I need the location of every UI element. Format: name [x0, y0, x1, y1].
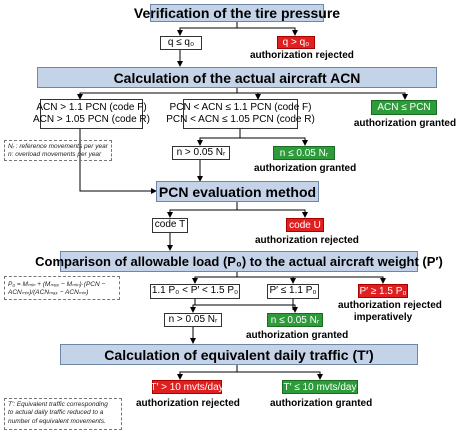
outcome-granted-acn: authorization granted: [353, 118, 457, 129]
n-le-condition-2: n ≤ 0.05 Nᵣ: [267, 313, 323, 327]
acn-mid-condition: PCN < ACN ≤ 1.1 PCN (code F) PCN < ACN ≤…: [166, 99, 315, 129]
n-le-condition: n ≤ 0.05 Nᵣ: [273, 146, 335, 160]
t-low-condition: T′ ≤ 10 mvts/day: [282, 380, 358, 394]
outcome-rejected-tire: authorization rejected: [250, 50, 354, 61]
outcome-granted-t: authorization granted: [270, 398, 373, 409]
movements-note-line-1: Nᵣ : reference movements per year: [8, 143, 108, 150]
rejected-imp-line-2: imperatively: [353, 312, 413, 323]
traffic-note-line-3: number of equivalent movements.: [8, 417, 106, 425]
n-gt-condition: n > 0.05 Nᵣ: [172, 146, 230, 160]
acn-high-line-2: ACN > 1.05 PCN (code R): [33, 114, 150, 125]
q-exceeded-condition: q > q₀: [277, 36, 315, 49]
acn-mid-line-1: PCN < ACN ≤ 1.1 PCN (code F): [169, 101, 312, 113]
outcome-rejected-u: authorization rejected: [255, 235, 359, 246]
rejected-imp-line-1: authorization rejected: [338, 300, 442, 311]
movements-note-line-2: n: overload movements per year: [8, 151, 102, 159]
outcome-granted-n: authorization granted: [254, 163, 357, 174]
traffic-note: T′: Equivalent traffic corresponding to …: [4, 398, 122, 430]
acn-high-line-1: ACN > 1.1 PCN (code F): [36, 101, 147, 113]
code-t-condition: code T: [152, 218, 188, 233]
step-pcn-header: PCN evaluation method: [156, 181, 319, 202]
outcome-rejected-t: authorization rejected: [136, 398, 240, 409]
q-ok-condition: q ≤ q₀: [160, 36, 202, 50]
traffic-note-line-1: T′: Equivalent traffic corresponding: [8, 401, 108, 408]
p-low-condition: P′ ≤ 1.1 P₀: [267, 284, 319, 299]
step-load-header: Comparison of allowable load (P₀) to the…: [35, 251, 443, 272]
step-traffic-header: Calculation of equivalent daily traffic …: [60, 344, 418, 365]
t-high-condition: T′ > 10 mvts/day: [150, 380, 224, 394]
outcome-rejected-imperatively: authorization rejected imperatively: [338, 300, 442, 324]
outcome-granted-n-2: authorization granted: [246, 330, 349, 341]
acn-high-condition: ACN > 1.1 PCN (code F) ACN > 1.05 PCN (c…: [33, 99, 150, 129]
step-tire-pressure-header: Verification of the tire pressure: [133, 4, 341, 22]
p-mid-condition: 1.1 P₀ < P′ < 1.5 P₀: [150, 284, 240, 299]
p-high-condition: P′ ≥ 1.5 P₀: [358, 284, 408, 298]
movements-note: Nᵣ : reference movements per year n: ove…: [4, 140, 112, 161]
step-acn-header: Calculation of the actual aircraft ACN: [37, 67, 437, 88]
n-gt-condition-2: n > 0.05 Nᵣ: [164, 313, 222, 327]
acn-mid-line-2: PCN < ACN ≤ 1.05 PCN (code R): [166, 114, 315, 125]
acn-low-condition: ACN ≤ PCN: [371, 100, 437, 115]
code-u-condition: code U: [286, 218, 324, 232]
traffic-note-line-2: to actual daily traffic reduced to a: [8, 409, 104, 417]
allowable-load-formula: P₀ = Mₘᵢₙ + (Mₘₐₓ − Mₘᵢₙ)·(PCN − ACNₘᵢₙ)…: [4, 276, 120, 300]
